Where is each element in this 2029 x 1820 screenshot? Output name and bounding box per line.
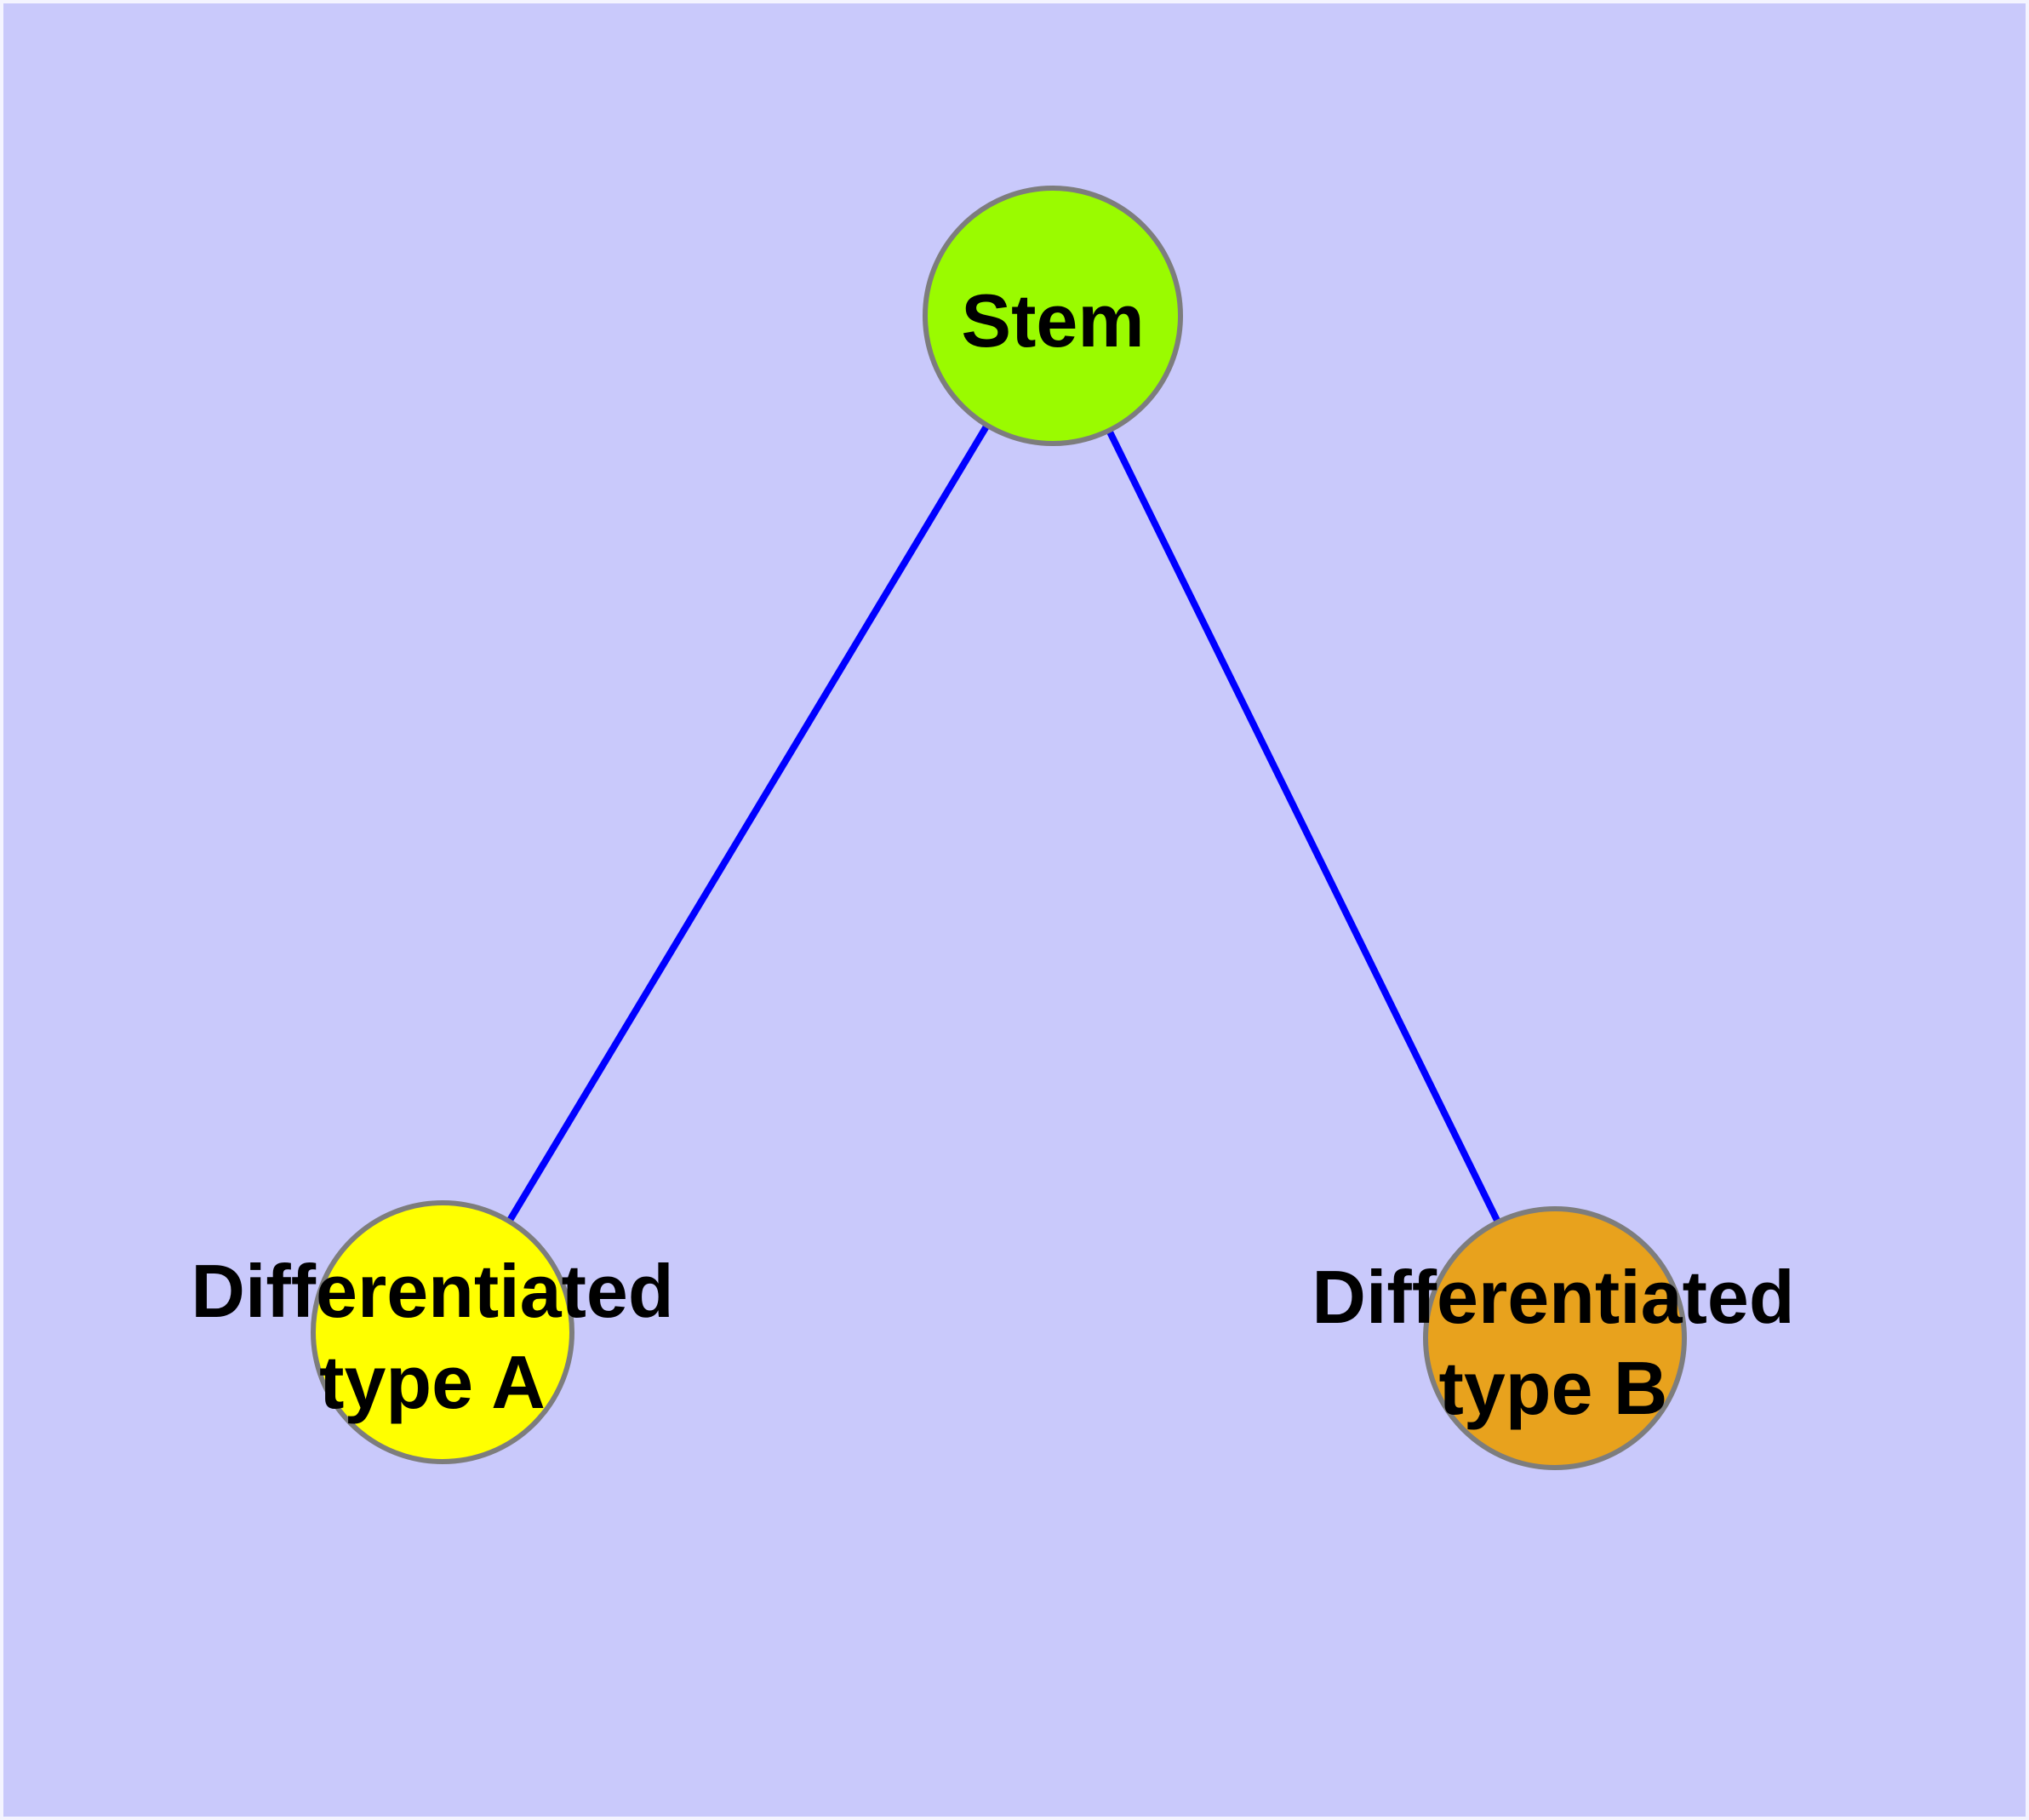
node-stem-label: Stem [961, 278, 1144, 363]
node-differentiated-type-a: Differentiated type A [191, 1200, 674, 1464]
edge-layer [439, 313, 1558, 1340]
node-stem-circle [923, 186, 1183, 446]
node-type-b-label-line-1: Differentiated [1312, 1255, 1794, 1339]
node-differentiated-type-b: Differentiated type B [1312, 1206, 1795, 1470]
node-type-a-label-line-1: Differentiated [191, 1249, 673, 1333]
node-type-a-label-line-2: type A [319, 1340, 546, 1424]
node-stem: Stem [923, 186, 1183, 446]
node-type-b-label-line-2: type B [1439, 1346, 1668, 1430]
edge-stem-to-type-a [439, 313, 1056, 1335]
node-type-b-circle [1423, 1206, 1687, 1470]
edge-stem-to-type-b [1049, 314, 1558, 1340]
node-type-a-circle [311, 1200, 574, 1464]
